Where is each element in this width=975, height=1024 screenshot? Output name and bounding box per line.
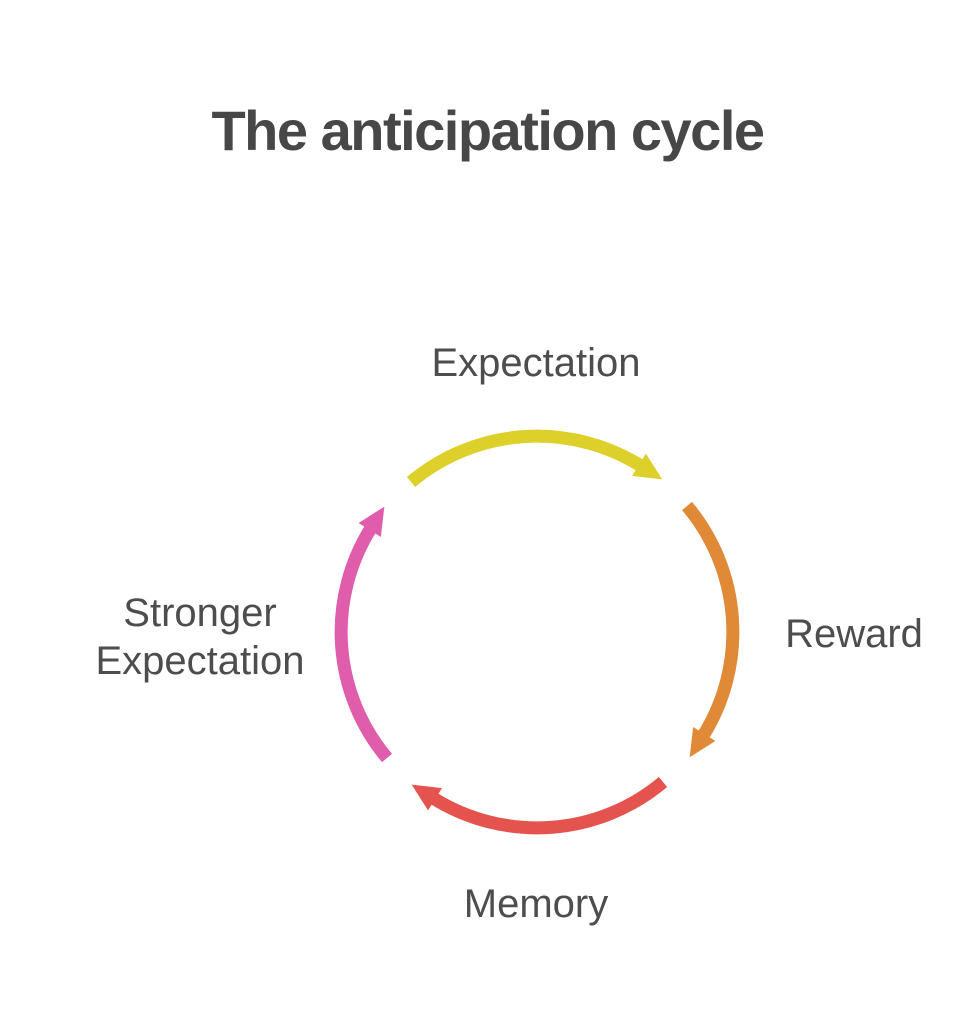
- label-memory: Memory: [463, 882, 609, 926]
- page-title: The anticipation cycle: [211, 99, 765, 162]
- label-stronger-expectation: Stronger Expectation: [60, 589, 340, 685]
- label-expectation: Expectation: [431, 341, 641, 385]
- arrow-reward-to-memory: [682, 501, 740, 758]
- label-stronger-expectation-line1: Stronger: [123, 591, 277, 635]
- arrow-expectation-to-reward: [406, 429, 663, 487]
- label-reward: Reward: [785, 612, 923, 656]
- label-stronger-expectation-line2: Expectation: [95, 639, 305, 683]
- arrow-stronger-expectation-to-expectation: [334, 506, 392, 763]
- arrow-memory-to-stronger-expectation: [411, 777, 668, 835]
